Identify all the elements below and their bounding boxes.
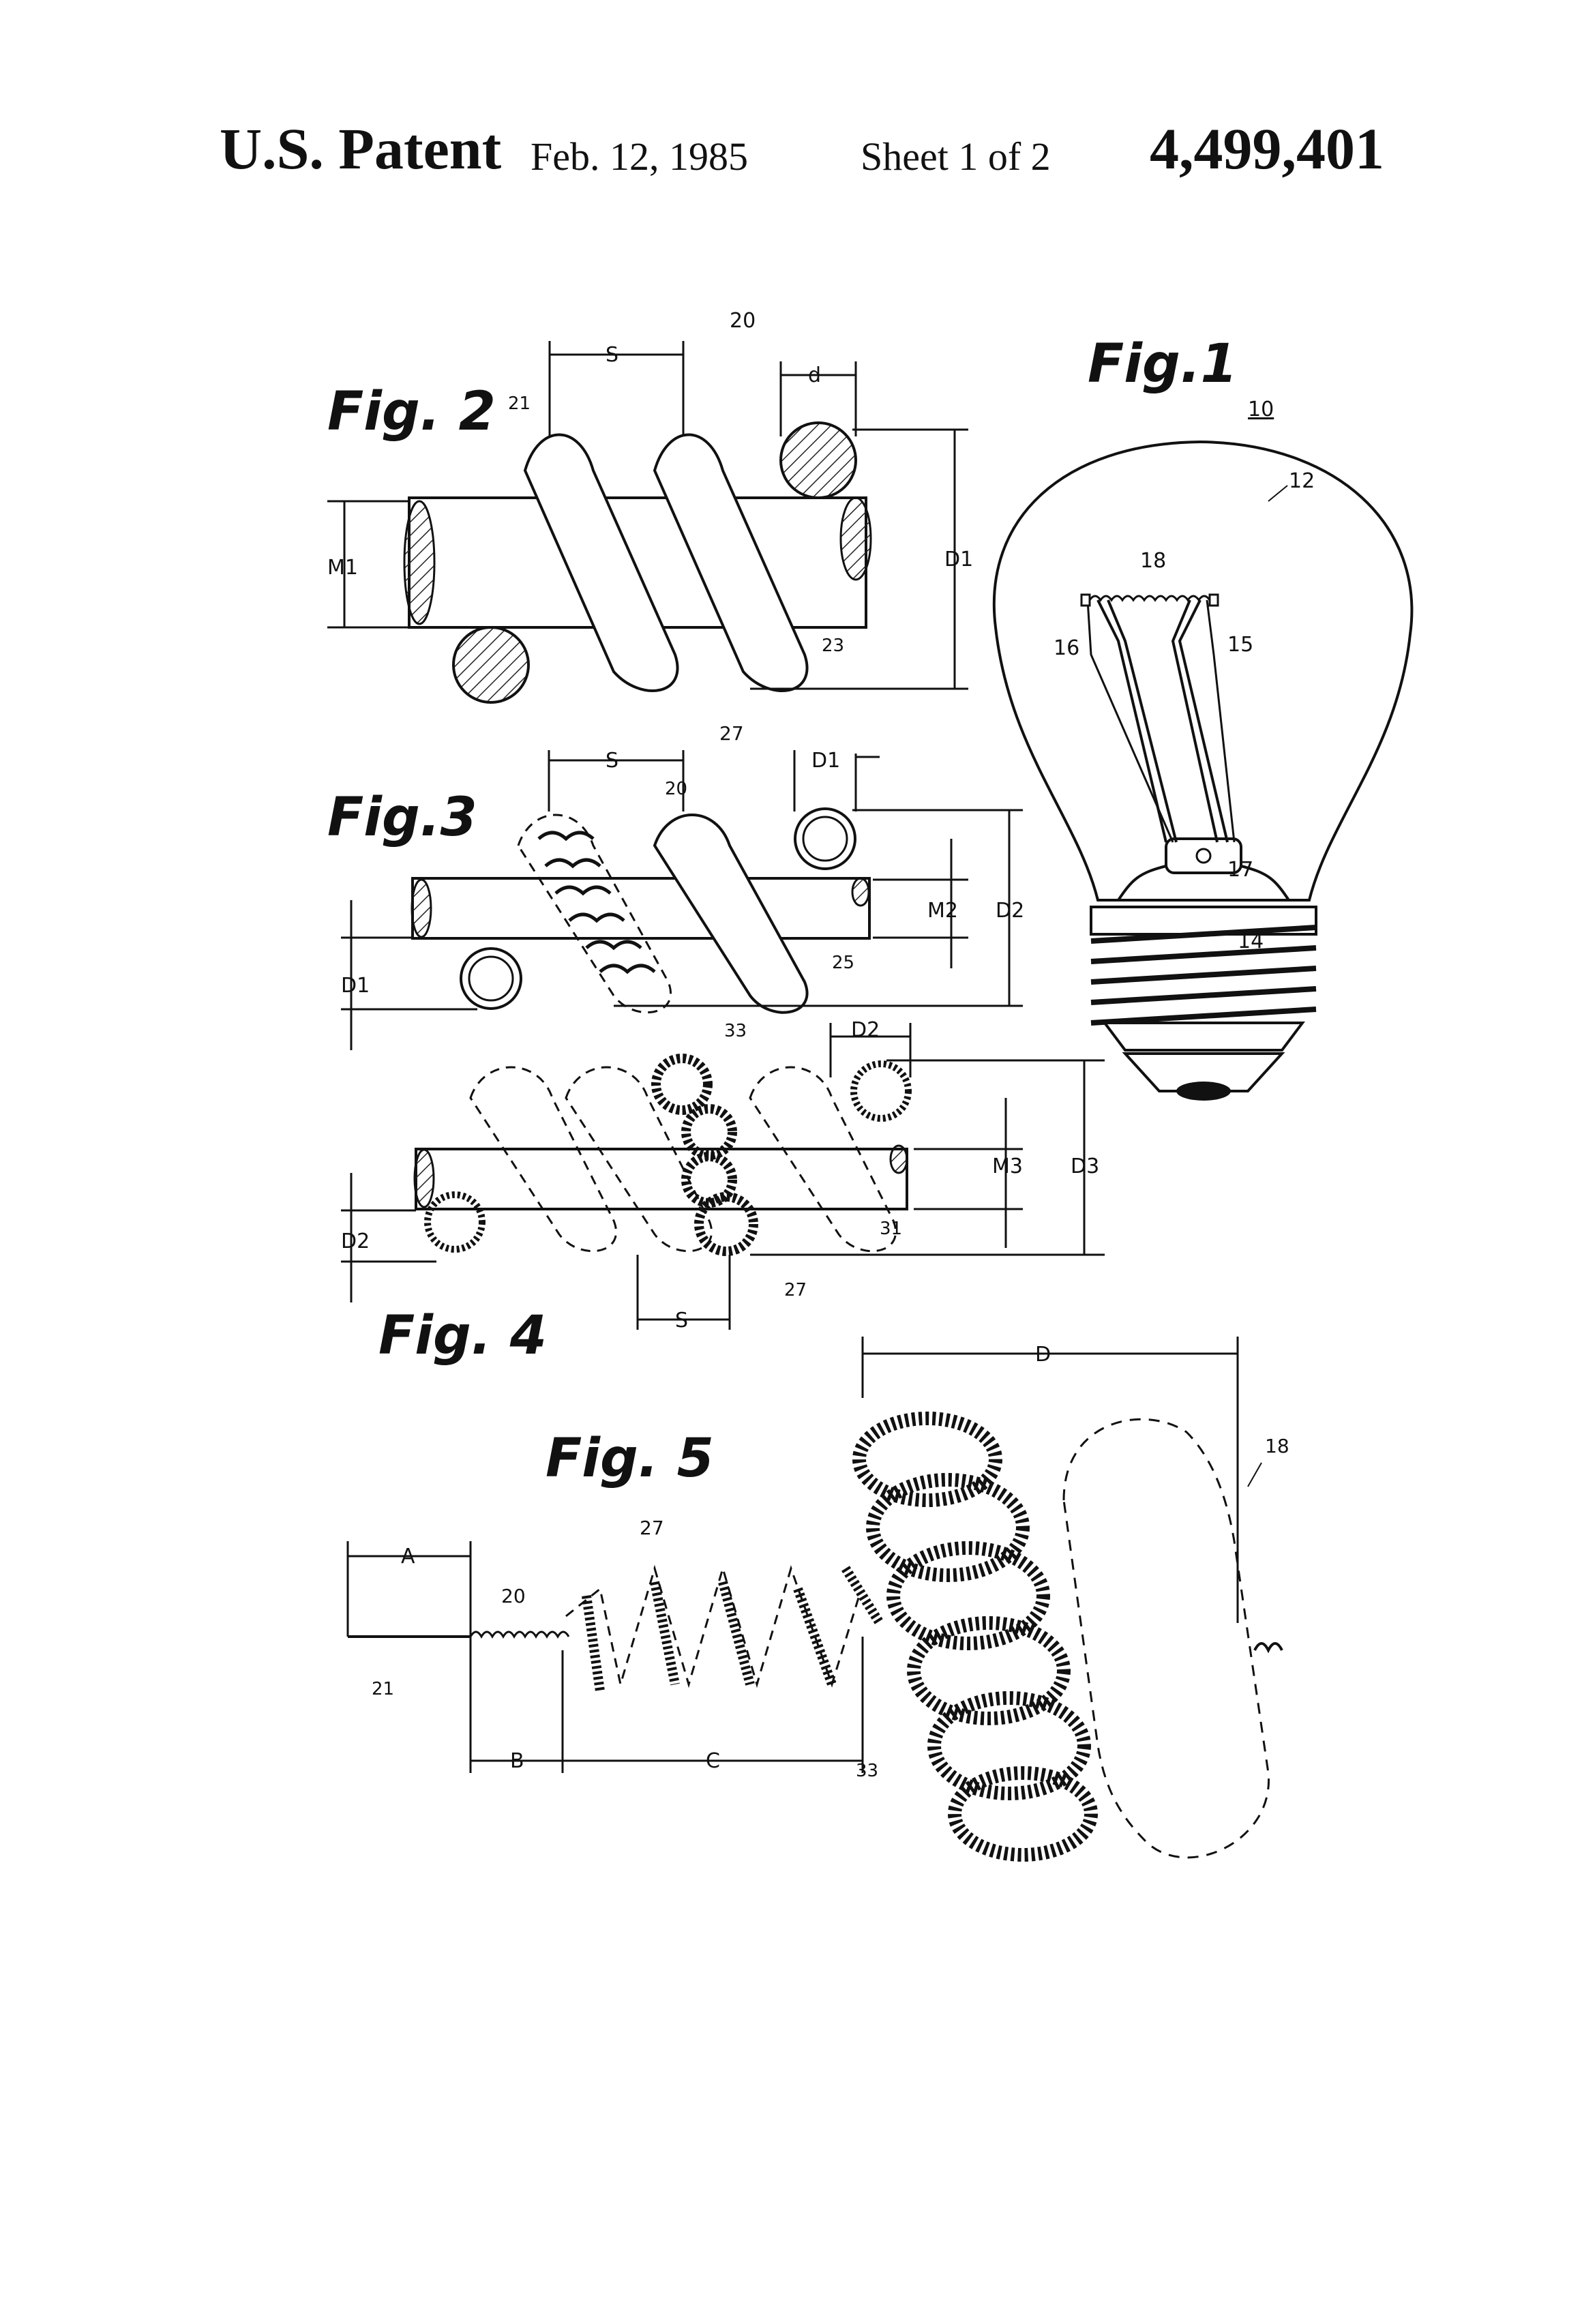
ref-coil-27-fig4: 27 <box>784 1280 807 1300</box>
figure-5: Fig. 5 18 27 20 21 33 A B C D <box>346 1337 1289 1862</box>
dim-fig3-d1-top: D1 <box>811 749 840 773</box>
dim-fig5-d: D <box>1035 1343 1051 1367</box>
coil-turn-1 <box>523 433 679 692</box>
ref-coil-33-fig5: 33 <box>856 1761 878 1781</box>
secondary-coil-27 <box>582 1566 884 1692</box>
ref-wire-21: 21 <box>508 393 531 414</box>
ref-coil-27-fig5: 27 <box>640 1517 664 1539</box>
ref-stem: 17 <box>1227 858 1253 882</box>
figure-4: Fig. 4 33 31 27 D2 M3 D3 D2 S <box>341 1018 1105 1367</box>
fig5-label: Fig. 5 <box>546 1428 714 1489</box>
figure-3: Fig.3 27 20 25 S D1 M2 D2 D1 <box>327 722 1024 1050</box>
ref-coil-33-fig4: 33 <box>724 1021 747 1041</box>
lamp-stem <box>1117 837 1290 902</box>
dim-fig5-b: B <box>510 1749 524 1773</box>
dim-fig2-m1: M1 <box>327 556 358 580</box>
figure-1-lamp: Fig.1 10 12 14 15 16 17 18 <box>992 333 1414 1101</box>
ref-filament-18: 18 <box>1265 1435 1289 1457</box>
fig4-label: Fig. 4 <box>378 1305 547 1367</box>
dim-fig5-a: A <box>401 1545 415 1568</box>
lamp-filament <box>1080 593 1219 607</box>
dim-fig3-d2: D2 <box>996 899 1024 923</box>
ref-lamp: 10 <box>1248 398 1274 421</box>
ref-mandrel-23: 23 <box>822 636 844 656</box>
patent-number: 4,499,401 <box>1150 116 1384 181</box>
ref-coil-27-fig3: 27 <box>719 722 744 745</box>
mandrel-31 <box>415 1148 908 1210</box>
dim-fig4-m3: M3 <box>992 1154 1023 1178</box>
figure-2: Fig. 2 20 21 23 S d M1 D1 <box>327 309 973 704</box>
patent-header-title: U.S. Patent <box>220 116 502 181</box>
fig1-label: Fig.1 <box>1088 333 1238 395</box>
ref-coil-20-fig5: 20 <box>501 1585 526 1607</box>
dim-fig2-d: d <box>808 363 821 387</box>
ref-mandrel-31: 31 <box>880 1219 902 1239</box>
fig2-label: Fig. 2 <box>327 381 496 443</box>
lamp-base <box>1090 906 1317 1101</box>
ref-bulb: 12 <box>1289 469 1315 493</box>
dim-fig4-d3: D3 <box>1071 1154 1099 1178</box>
ref-base: 14 <box>1238 929 1264 953</box>
ref-lead-left: 16 <box>1054 636 1079 660</box>
patent-date: Feb. 12, 1985 <box>531 134 748 179</box>
lead-wires <box>1086 599 1236 843</box>
primary-coil-20 <box>469 1630 570 1639</box>
dim-fig5-c: C <box>706 1749 720 1773</box>
mandrel-25 <box>411 877 871 940</box>
dim-fig4-s: S <box>675 1309 688 1332</box>
sheet-number: Sheet 1 of 2 <box>861 134 1051 179</box>
dim-fig3-s: S <box>606 749 618 773</box>
dim-fig3-d1-left: D1 <box>341 974 370 998</box>
tertiary-coil-33 <box>852 1412 1098 1862</box>
dim-fig4-d2-top: D2 <box>851 1018 880 1042</box>
ref-lead-right: 15 <box>1227 633 1253 657</box>
ref-wire-21-fig5: 21 <box>372 1679 394 1699</box>
bulb-outline <box>992 440 1414 902</box>
fig3-label: Fig.3 <box>327 787 477 848</box>
ref-coil-20: 20 <box>730 309 756 333</box>
ref-filament: 18 <box>1140 549 1166 573</box>
dim-fig4-d2-left: D2 <box>341 1230 370 1253</box>
ref-mandrel-25: 25 <box>832 953 854 973</box>
dim-fig3-m2: M2 <box>927 899 958 923</box>
dim-fig2-d1: D1 <box>944 548 973 571</box>
dim-fig2-s: S <box>606 343 618 367</box>
